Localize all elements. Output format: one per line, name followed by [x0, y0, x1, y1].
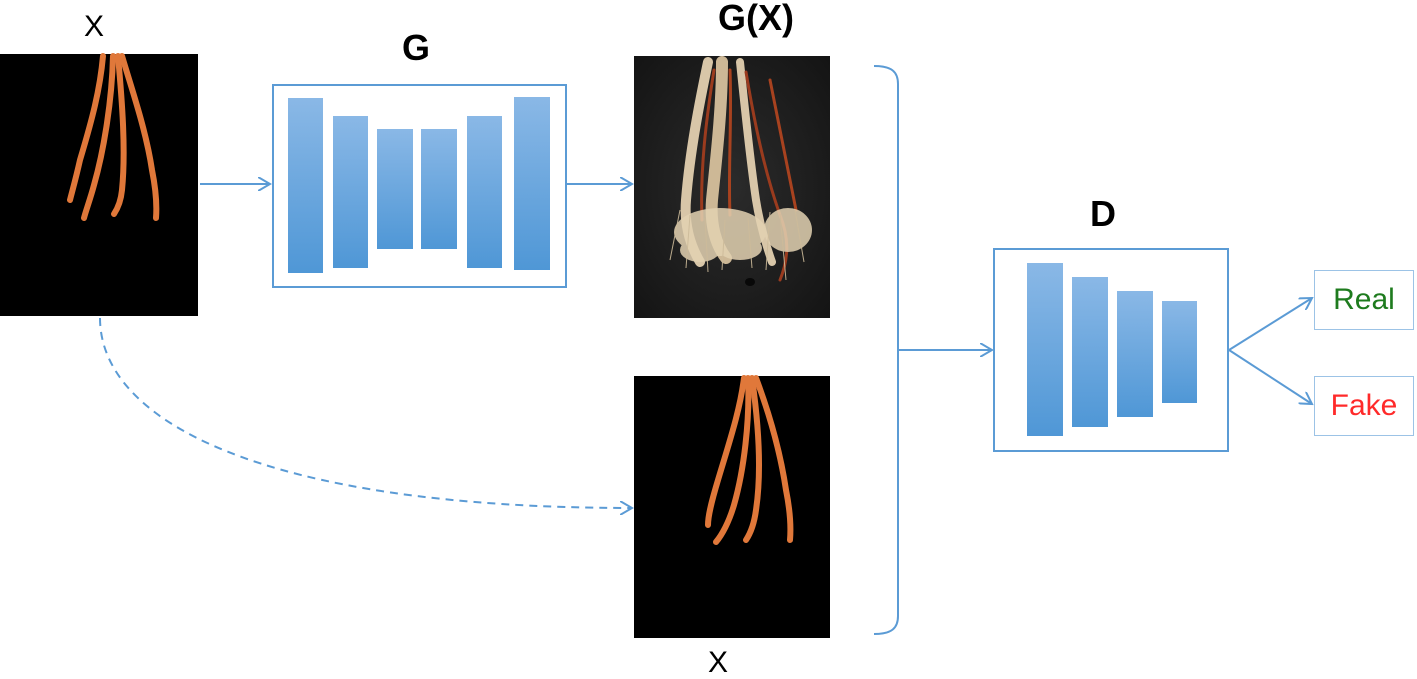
- pair-bracket: [873, 65, 899, 635]
- discriminator-block: [993, 248, 1229, 452]
- generator-layer-3: [377, 129, 413, 249]
- real-output-box: Real: [1314, 270, 1414, 330]
- discriminator-layer-1: [1027, 263, 1063, 436]
- fake-output-box: Fake: [1314, 376, 1414, 436]
- generator-layer-1: [288, 98, 323, 273]
- dashed-arrow-input-to-target: [99, 317, 632, 508]
- discriminator-layer-4: [1162, 301, 1197, 403]
- target-root-mask-image: [634, 375, 830, 638]
- discriminator-label: D: [1090, 193, 1116, 234]
- discriminator-layer-2: [1072, 277, 1108, 427]
- discriminator-layer-3: [1117, 291, 1153, 417]
- generator-label: G: [402, 27, 431, 68]
- generator-layer-5: [467, 116, 502, 268]
- generated-label: G(X): [718, 0, 794, 38]
- generator-block: [272, 84, 567, 288]
- arrow-to-fake: [1228, 349, 1312, 404]
- input-root-mask-image: [0, 53, 198, 316]
- input-x-label: X: [84, 10, 105, 43]
- generated-photo-image: [634, 56, 830, 318]
- real-output-label: Real: [1333, 283, 1395, 316]
- generator-layer-2: [333, 116, 368, 268]
- generator-layer-4: [421, 129, 457, 249]
- target-x-label: X: [708, 646, 729, 679]
- fake-output-label: Fake: [1330, 389, 1398, 422]
- generator-layer-6: [514, 97, 550, 270]
- arrow-to-real: [1228, 298, 1312, 351]
